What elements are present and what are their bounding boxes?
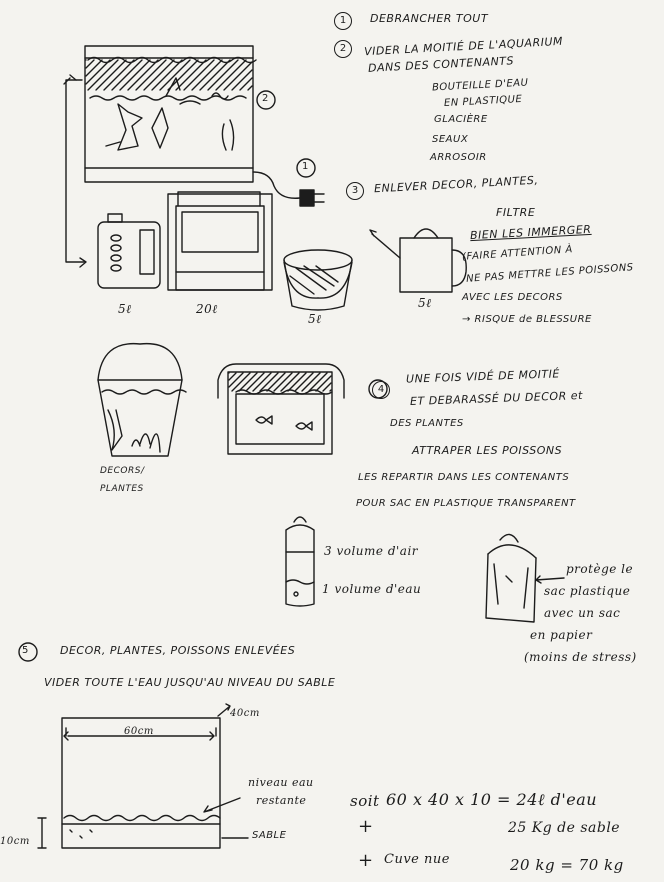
hatch-line xyxy=(135,59,167,91)
hatch-line xyxy=(231,69,253,91)
step-1-text: DEBRANCHER TOUT xyxy=(370,12,489,25)
calc-line1: 60 x 40 x 10 = 24ℓ d'eau xyxy=(386,790,598,809)
hatch-line xyxy=(273,372,293,392)
hatch-line xyxy=(287,372,307,392)
hatch-line xyxy=(308,372,328,392)
hatch-line xyxy=(119,59,151,91)
paper-bag-drawing xyxy=(485,533,537,623)
decor-label-1: DECORS/ xyxy=(100,466,145,476)
hatch-line xyxy=(85,59,103,77)
level-label-1: niveau eau xyxy=(248,776,314,789)
hatch-line xyxy=(183,59,215,91)
hatch-line xyxy=(322,382,332,392)
hatch-line xyxy=(199,59,231,91)
depth-label: 40cm xyxy=(230,708,260,719)
step-4-line3: DES PLANTES xyxy=(390,418,464,429)
step-3-line6: AVEC LES DECORS xyxy=(462,292,563,303)
hatch-line xyxy=(215,59,247,91)
hatch-line xyxy=(252,372,272,392)
hatch-line xyxy=(245,372,265,392)
hatch-line xyxy=(231,372,251,392)
decor-label-2: PLANTES xyxy=(100,484,144,494)
protect-line3: avec un sac xyxy=(544,606,621,620)
hatch-line xyxy=(228,372,244,388)
sand-label: SABLE xyxy=(252,830,287,841)
hatch-line xyxy=(85,59,111,85)
hatch-line xyxy=(151,59,183,91)
hatch-line xyxy=(266,372,286,392)
cooler-volume: 20ℓ xyxy=(196,302,218,316)
marker-1-label: 1 xyxy=(302,161,309,172)
container-2: GLACIÈRE xyxy=(434,114,488,125)
hatch-line xyxy=(247,85,253,91)
step-4-line4: ATTRAPER LES POISSONS xyxy=(412,444,563,457)
hatch-line xyxy=(228,372,237,381)
step-5-line1: DECOR, PLANTES, POISSONS ENLEVÉES xyxy=(60,644,296,657)
final-tank-drawing xyxy=(37,703,249,849)
height-label: 10cm xyxy=(0,836,30,847)
hatch-line xyxy=(259,372,279,392)
fish-cooler-drawing xyxy=(217,363,345,455)
hatch-line xyxy=(207,59,239,91)
step-1-number: 1 xyxy=(334,12,352,30)
water-volume-label: 1 volume d'eau xyxy=(322,582,422,596)
hatch-line xyxy=(143,59,175,91)
air-volume-label: 3 volume d'air xyxy=(324,544,419,558)
hatch-line xyxy=(294,372,314,392)
cooler-drawing xyxy=(167,191,273,291)
protect-line4: en papier xyxy=(530,628,593,642)
hatch-line xyxy=(315,375,332,392)
hatch-line xyxy=(329,389,332,392)
bottle-volume: 5ℓ xyxy=(118,302,132,316)
hatch-line xyxy=(103,59,135,91)
step-4-line5: LES REPARTIR DANS LES CONTENANTS xyxy=(358,472,570,483)
hatch-line xyxy=(95,59,127,91)
bucket-drawing xyxy=(283,249,353,311)
hatch-line xyxy=(238,372,258,392)
bucket-volume: 5ℓ xyxy=(308,312,322,326)
hatch-line xyxy=(175,59,207,91)
bottle-drawing xyxy=(97,213,161,289)
hatch-line xyxy=(167,59,199,91)
calc-plus-2: + xyxy=(358,850,374,871)
step-4-number: 4 xyxy=(372,381,390,399)
aquarium-drawing xyxy=(84,45,257,183)
hatch-line xyxy=(280,372,300,392)
step-5-number: 5 xyxy=(22,645,29,656)
calc-plus-1: + xyxy=(358,816,374,837)
hatch-line xyxy=(239,77,253,91)
protect-line5: (moins de stress) xyxy=(524,650,637,664)
step-3-line2: FILTRE xyxy=(496,206,536,219)
step-4-line6: POUR SAC EN PLASTIQUE TRANSPARENT xyxy=(356,498,576,509)
level-label-2: restante xyxy=(256,794,307,807)
calc-soit: soit xyxy=(350,792,380,810)
step-2-number: 2 xyxy=(334,40,352,58)
hatch-line xyxy=(301,372,321,392)
hatch-line xyxy=(223,61,253,91)
calc-line3a: Cuve nue xyxy=(384,852,450,867)
plastic-bag-drawing xyxy=(285,516,315,607)
hatch-line xyxy=(87,59,119,91)
step-3-number: 3 xyxy=(346,182,364,200)
hatch-line xyxy=(127,59,159,91)
hatch-line xyxy=(111,59,143,91)
hatch-line xyxy=(191,59,223,91)
watering-can-drawing xyxy=(369,228,467,293)
can-volume: 5ℓ xyxy=(418,296,432,310)
hatch-line xyxy=(159,59,191,91)
protect-line2: sac plastique xyxy=(544,584,631,598)
protect-line1: protège le xyxy=(566,562,634,576)
decor-bucket-drawing xyxy=(97,342,187,457)
container-3: SEAUX xyxy=(432,134,469,145)
container-4: ARROSOIR xyxy=(430,152,487,163)
marker-2-label: 2 xyxy=(262,93,269,104)
step-5-line2: VIDER TOUTE L'EAU JUSQU'AU NIVEAU DU SAB… xyxy=(44,676,336,689)
step-3-line7: → RISQUE de BLESSURE xyxy=(462,314,592,325)
hatch-line xyxy=(85,59,95,69)
width-label: 60cm xyxy=(124,726,154,737)
calc-line2: 25 Kg de sable xyxy=(508,820,621,836)
calc-line3b: 20 kg = 70 kg xyxy=(510,856,624,874)
